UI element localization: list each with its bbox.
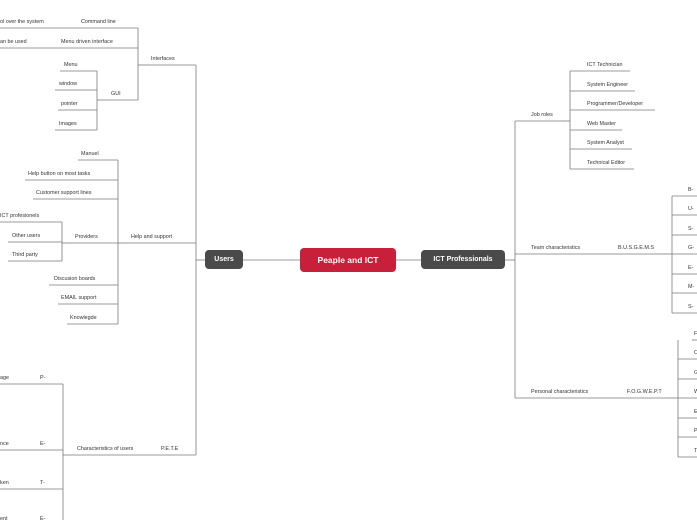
gui-item-pointer[interactable]: pointer — [61, 101, 78, 107]
team-letter-s2[interactable]: S- — [688, 304, 694, 310]
job-role-system-engineer[interactable]: System Engineer — [587, 82, 629, 88]
help-item-email-support[interactable]: EMAIL support — [61, 295, 97, 301]
command-line-note[interactable]: ol over the system — [0, 19, 44, 25]
interfaces-topic[interactable]: Interfaces — [151, 56, 175, 62]
gui-item-images[interactable]: Images — [59, 121, 77, 127]
help-item-discussion-boards[interactable]: Discusion boards — [54, 276, 96, 282]
job-role-web-master[interactable]: Web Master — [587, 121, 616, 127]
pete-note-age[interactable]: age — [0, 375, 9, 381]
team-letter-m[interactable]: M- — [688, 284, 695, 290]
personal-letter-t[interactable]: T — [694, 448, 697, 454]
menu-driven-note[interactable]: an be used — [0, 39, 27, 45]
personal-letter-e[interactable]: E — [694, 409, 697, 415]
team-acronym[interactable]: B.U.S.G.E.M.S — [618, 245, 654, 251]
team-letter-g[interactable]: G- — [688, 245, 694, 251]
personal-acronym[interactable]: F.O.G.W.E.P.T — [627, 389, 662, 395]
characteristics-topic[interactable]: Characteristics of users — [77, 446, 134, 452]
provider-other-users[interactable]: Other users — [12, 233, 41, 239]
ict-professionals-topic[interactable]: ICT Professionals — [421, 250, 505, 269]
personal-characteristics-topic[interactable]: Personal characteristics — [531, 389, 589, 395]
provider-ict-profesionels[interactable]: ICT profesionels — [0, 213, 40, 219]
job-role-technical-editor[interactable]: Technical Editor — [587, 160, 626, 166]
pete-note-nce[interactable]: nce — [0, 441, 9, 447]
gui-topic[interactable]: GUI — [111, 91, 121, 97]
team-letter-b[interactable]: B- — [688, 187, 694, 193]
team-letter-s[interactable]: S- — [688, 226, 694, 232]
help-item-knowledge[interactable]: Knowlegde — [70, 315, 97, 321]
personal-letter-g[interactable]: G — [694, 370, 697, 376]
menu-driven-topic[interactable]: Menu driven interface — [61, 39, 113, 45]
pete-letter-e[interactable]: E- — [40, 441, 46, 447]
team-letter-e[interactable]: E- — [688, 265, 694, 271]
team-letter-u[interactable]: U- — [688, 206, 694, 212]
personal-letter-f[interactable]: F — [694, 331, 697, 337]
job-role-programmer[interactable]: Programmer/Developer — [587, 101, 644, 107]
job-role-system-analyst[interactable]: System Analyst — [587, 140, 624, 146]
personal-letter-w[interactable]: W — [694, 389, 697, 395]
team-characteristics-topic[interactable]: Team characteristics — [531, 245, 581, 251]
provider-third-party[interactable]: Third party — [12, 252, 38, 258]
central-topic[interactable]: Peaple and ICT — [300, 248, 396, 272]
providers-topic[interactable]: Providers — [75, 234, 98, 240]
pete-letter-p[interactable]: P- — [40, 375, 46, 381]
gui-item-menu[interactable]: Menu — [64, 62, 78, 68]
personal-letter-p[interactable]: P — [694, 428, 697, 434]
personal-letter-o[interactable]: O — [694, 350, 697, 356]
job-roles-topic[interactable]: Job roles — [531, 112, 553, 118]
help-item-support-lines[interactable]: Customer support lines — [36, 190, 92, 196]
users-topic[interactable]: Users — [205, 250, 243, 269]
job-role-ict-technician[interactable]: ICT Technician — [587, 62, 623, 68]
help-item-help-button[interactable]: Help button on most tasks — [28, 171, 91, 177]
pete-letter-e2[interactable]: E- — [40, 516, 46, 522]
command-line-topic[interactable]: Command line — [81, 19, 116, 25]
characteristics-acronym[interactable]: P.E.T.E — [161, 446, 179, 452]
pete-note-ent[interactable]: ent — [0, 516, 8, 522]
help-item-manual[interactable]: Manuel — [81, 151, 99, 157]
help-support-topic[interactable]: Help and support — [131, 234, 173, 240]
pete-note-ken[interactable]: ken — [0, 480, 9, 486]
pete-letter-t[interactable]: T- — [40, 480, 45, 486]
gui-item-window[interactable]: window — [59, 81, 77, 87]
